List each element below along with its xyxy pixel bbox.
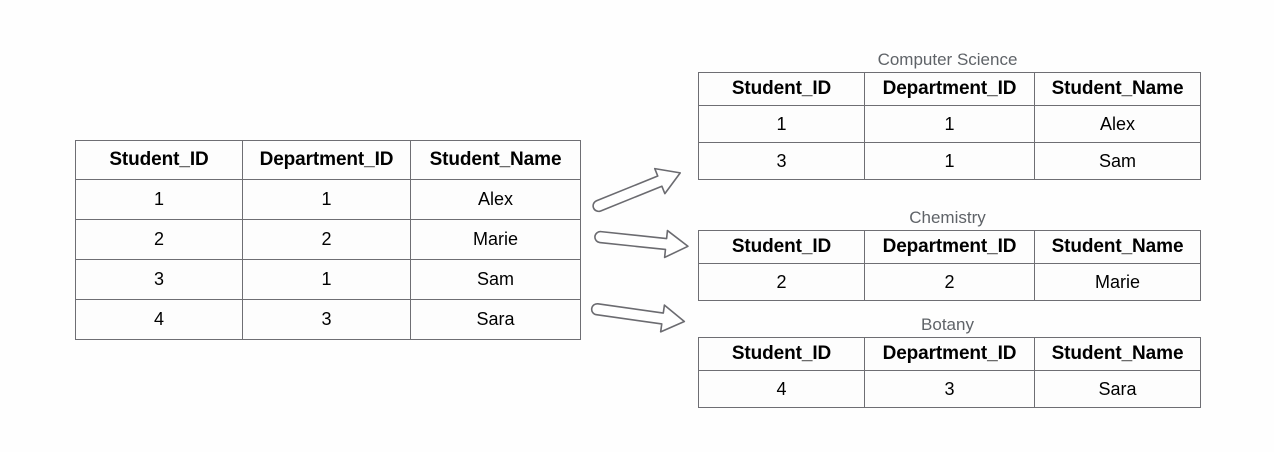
column-header-student-id: Student_ID	[698, 230, 865, 264]
cell-department-id: 3	[242, 299, 411, 340]
cell-student-id: 1	[698, 105, 865, 143]
cell-department-id: 2	[242, 219, 411, 260]
partition-table: Student_ID Department_ID Student_Name 2 …	[698, 230, 1201, 301]
partition-title: Chemistry	[909, 208, 986, 227]
column-header-department-id: Department_ID	[864, 72, 1035, 106]
cell-student-id: 1	[75, 179, 243, 220]
cell-student-name: Sara	[1034, 370, 1201, 408]
partition-chemistry: Chemistry Student_ID Department_ID Stude…	[698, 206, 1201, 301]
partition-table: Student_ID Department_ID Student_Name 1 …	[698, 72, 1201, 180]
arrow-to-botany	[590, 303, 686, 333]
cell-student-name: Alex	[1034, 105, 1201, 143]
cell-department-id: 1	[864, 105, 1035, 143]
table-row: 1 1 Alex	[75, 179, 581, 220]
cell-department-id: 3	[864, 370, 1035, 408]
cell-student-id: 2	[75, 219, 243, 260]
partition-title: Computer Science	[877, 50, 1018, 69]
partition-botany: Botany Student_ID Department_ID Student_…	[698, 313, 1201, 408]
cell-student-name: Sam	[410, 259, 581, 300]
source-table: Student_ID Department_ID Student_Name 1 …	[75, 140, 581, 340]
table-row: 2 2 Marie	[698, 263, 1201, 301]
arrow-to-computer-science	[592, 167, 682, 213]
table-header-row: Student_ID Department_ID Student_Name	[698, 337, 1201, 371]
column-header-department-id: Department_ID	[242, 140, 411, 180]
table-row: 1 1 Alex	[698, 105, 1201, 143]
cell-student-id: 3	[75, 259, 243, 300]
cell-student-id: 3	[698, 142, 865, 180]
table-row: 4 3 Sara	[698, 370, 1201, 408]
arrow-to-chemistry	[594, 229, 689, 259]
cell-student-name: Marie	[1034, 263, 1201, 301]
column-header-student-name: Student_Name	[410, 140, 581, 180]
table-row: 3 1 Sam	[698, 142, 1201, 180]
column-header-student-id: Student_ID	[75, 140, 243, 180]
column-header-student-id: Student_ID	[698, 72, 865, 106]
column-header-department-id: Department_ID	[864, 230, 1035, 264]
cell-student-name: Marie	[410, 219, 581, 260]
cell-department-id: 2	[864, 263, 1035, 301]
partition-computer-science: Computer Science Student_ID Department_I…	[698, 48, 1201, 180]
partition-title: Botany	[921, 315, 974, 334]
cell-student-name: Sam	[1034, 142, 1201, 180]
table-row: 2 2 Marie	[75, 219, 581, 260]
column-header-student-id: Student_ID	[698, 337, 865, 371]
table-row: 3 1 Sam	[75, 259, 581, 300]
cell-student-name: Alex	[410, 179, 581, 220]
cell-department-id: 1	[864, 142, 1035, 180]
table-header-row: Student_ID Department_ID Student_Name	[75, 140, 581, 180]
cell-student-id: 4	[75, 299, 243, 340]
partition-table: Student_ID Department_ID Student_Name 4 …	[698, 337, 1201, 408]
cell-department-id: 1	[242, 179, 411, 220]
cell-student-id: 2	[698, 263, 865, 301]
column-header-student-name: Student_Name	[1034, 337, 1201, 371]
column-header-student-name: Student_Name	[1034, 230, 1201, 264]
table-header-row: Student_ID Department_ID Student_Name	[698, 230, 1201, 264]
table-row: 4 3 Sara	[75, 299, 581, 340]
cell-student-id: 4	[698, 370, 865, 408]
cell-student-name: Sara	[410, 299, 581, 340]
column-header-department-id: Department_ID	[864, 337, 1035, 371]
column-header-student-name: Student_Name	[1034, 72, 1201, 106]
table-header-row: Student_ID Department_ID Student_Name	[698, 72, 1201, 106]
cell-department-id: 1	[242, 259, 411, 300]
